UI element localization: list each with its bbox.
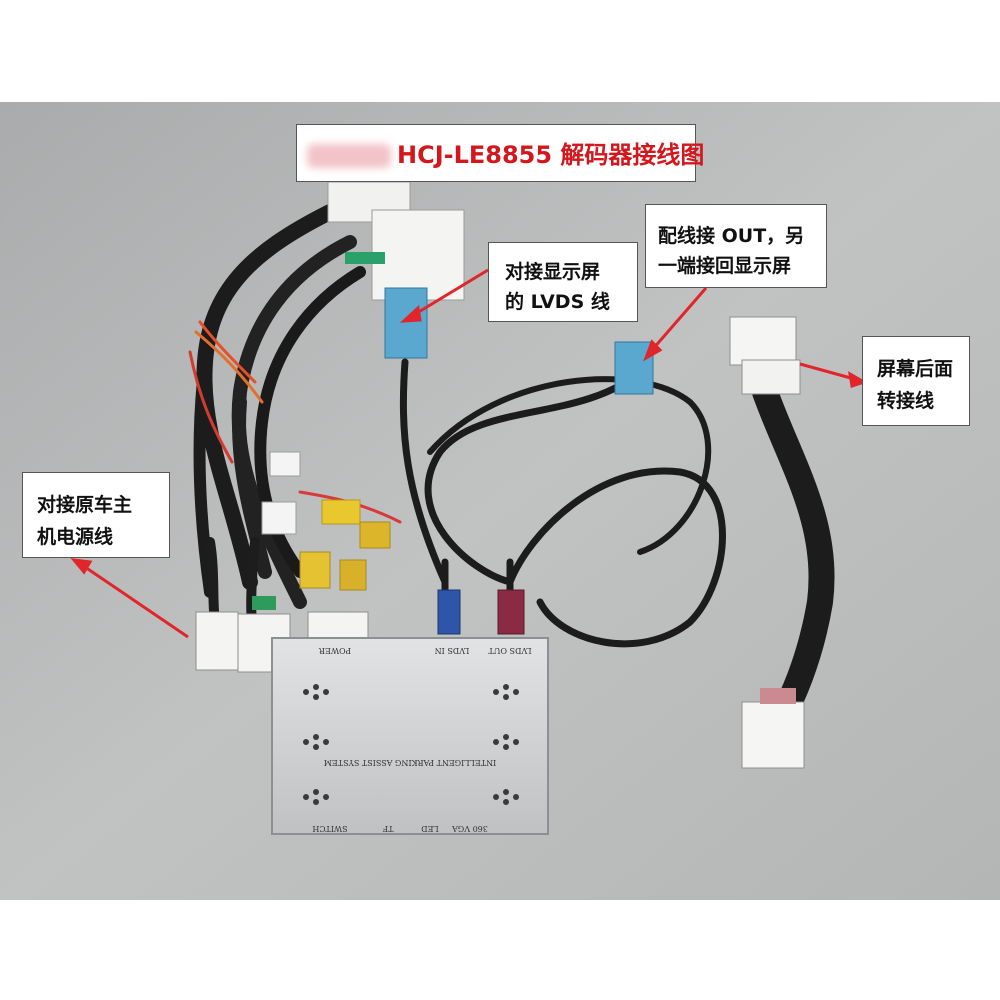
decoder-box: INTELLIGENT PARKING ASSIST SYSTEM POWER … xyxy=(271,637,549,835)
lvds-callout-line-2: 的 LVDS 线 xyxy=(505,291,610,313)
port-label-lvds-out: LVDS OUT xyxy=(488,646,532,655)
out-callout-line-1: 配线接 OUT，另 xyxy=(658,225,805,247)
lvds-in-connector xyxy=(384,287,428,359)
power-callout-line-1: 对接原车主 xyxy=(37,494,133,516)
port-label-tf: TF xyxy=(382,824,393,833)
port-label-power: POWER xyxy=(318,646,351,655)
screen-callout: 屏幕后面 转接线 xyxy=(862,336,970,426)
device-system-name: INTELLIGENT PARKING ASSIST SYSTEM xyxy=(324,758,496,767)
screen-callout-line-1: 屏幕后面 xyxy=(877,358,954,380)
top-connectors xyxy=(327,181,465,359)
title-label: HCJ-LE8855 解码器接线图 xyxy=(296,124,704,182)
lvds-out-plug xyxy=(497,589,525,635)
lvds-callout-line-1: 对接显示屏 xyxy=(505,261,601,283)
out-callout-line-2: 一端接回显示屏 xyxy=(658,255,792,277)
photo: INTELLIGENT PARKING ASSIST SYSTEM POWER … xyxy=(0,102,1000,900)
blurred-brand xyxy=(307,144,391,168)
screen-callout-line-2: 转接线 xyxy=(877,390,935,412)
title-text: HCJ-LE8855 解码器接线图 xyxy=(397,141,705,169)
port-label-led: LED xyxy=(421,824,439,833)
lvds-callout: 对接显示屏 的 LVDS 线 xyxy=(488,242,638,322)
annotation-arrows xyxy=(70,268,868,639)
out-callout: 配线接 OUT，另 一端接回显示屏 xyxy=(645,204,827,288)
power-callout: 对接原车主 机电源线 xyxy=(22,472,170,558)
lvds-cables xyxy=(399,358,726,648)
lvds-out-connector xyxy=(614,341,654,395)
port-label-vga: 360 VGA xyxy=(452,824,488,833)
rca-connectors xyxy=(261,451,391,591)
screen-adapter-harness xyxy=(729,316,835,769)
lvds-in-plug xyxy=(437,589,461,635)
port-label-switch: SWITCH xyxy=(312,824,347,833)
port-label-lvds-in: LVDS IN xyxy=(435,646,470,655)
power-callout-line-2: 机电源线 xyxy=(37,526,114,548)
